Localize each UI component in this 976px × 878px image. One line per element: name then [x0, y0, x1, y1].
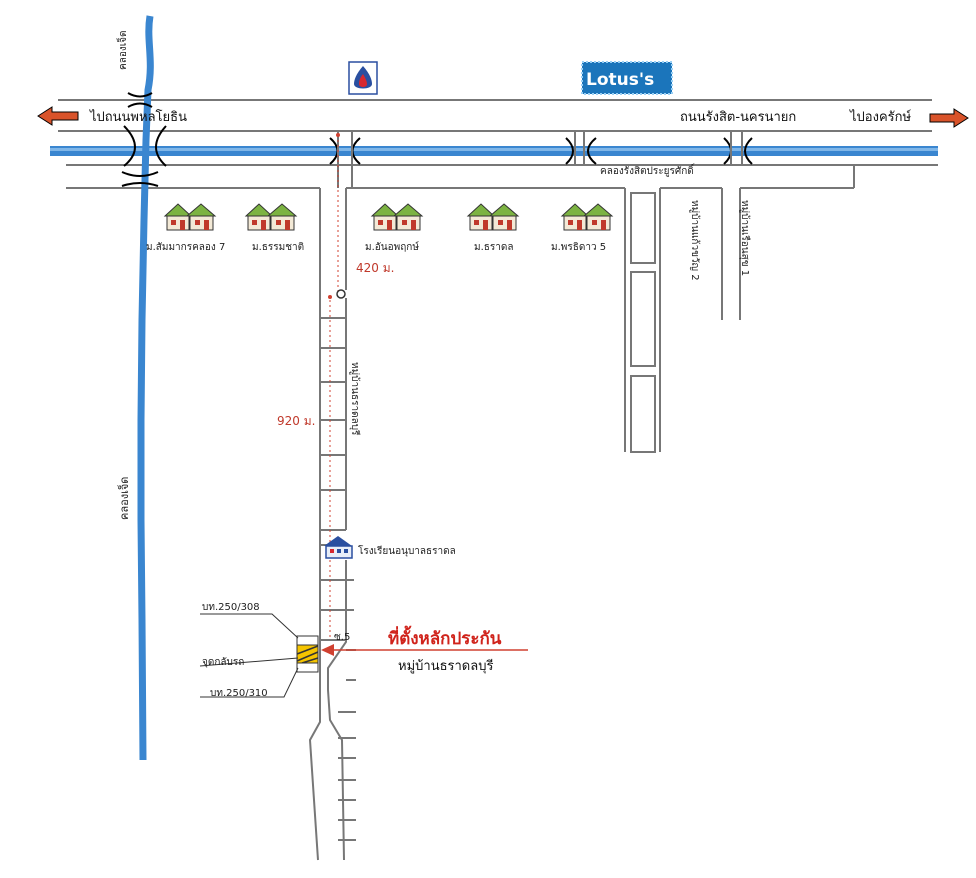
lotus-logo-text: Lotus's [586, 70, 654, 90]
house-icon [244, 203, 298, 231]
school-icon [324, 536, 353, 559]
arrow-right-icon [929, 108, 969, 128]
label-main-soi: หมู่บ้านธราดลบุรี [349, 362, 361, 436]
label-house-2: บท.250/310 [210, 688, 268, 699]
label-soi-5: ซ.5 [334, 632, 350, 643]
bridge-symbols [121, 92, 753, 187]
main-soi-road [308, 188, 347, 861]
target-pointer-arrow-icon [321, 644, 528, 656]
label-canal-side: คลองเจ็ด [117, 477, 131, 520]
label-road-name: ถนนรังสิต-นครนายก [680, 110, 796, 125]
main-canal [50, 146, 938, 156]
label-target-title: ที่ตั้งหลักประกัน [388, 625, 502, 649]
label-main-canal: คลองรังสิตประยูรศักดิ์ [600, 163, 695, 177]
label-village-5: ม.พรธิดาว 5 [551, 242, 606, 253]
side-road-kaewkwan [624, 188, 661, 453]
house-icon [163, 203, 217, 231]
leader-lines [199, 613, 299, 698]
vertical-canal [137, 15, 154, 761]
label-distance-2: 920 ม. [277, 414, 315, 428]
soi-branches [320, 317, 356, 841]
route-line [328, 133, 346, 640]
target-plot-icon [296, 635, 319, 673]
gas-station-logo-icon [348, 61, 378, 95]
lotus-store-logo-icon: Lotus's [581, 61, 673, 95]
label-village-2: ม.ธรรมชาติ [252, 242, 304, 253]
label-village-4: ม.ธราดล [474, 242, 513, 253]
house-icons [163, 203, 614, 231]
label-village-3: ม.อันอพฤกษ์ [365, 241, 419, 253]
house-icon [560, 203, 614, 231]
junction-icon [336, 289, 346, 299]
house-icon [466, 203, 520, 231]
label-side-road-1: หมู่บ้านแก้วขวัญ 2 [689, 200, 701, 281]
main-canal-bridge-lines [337, 131, 743, 188]
label-to-left: ไปถนนพหลโยธิน [89, 109, 187, 125]
label-parking: จุดกลับรถ [202, 657, 244, 668]
arrow-left-icon [37, 106, 79, 126]
label-distance-1: 420 ม. [356, 261, 394, 275]
label-target-sub: หมู่บ้านธราดลบุรี [398, 658, 493, 674]
house-icon [370, 203, 424, 231]
label-canal-top: คลองเจ็ด [115, 31, 129, 70]
label-to-right: ไปองครักษ์ [849, 109, 911, 125]
label-village-1: ม.สัมมากรคลอง 7 [146, 242, 225, 253]
side-road-ruensuk [721, 188, 741, 320]
label-house-1: บท.250/308 [202, 602, 260, 613]
label-school: โรงเรียนอนุบาลธราดล [358, 544, 456, 557]
label-side-road-2: หมู่บ้านเรือนสุข 1 [739, 200, 751, 276]
frontage-road [66, 164, 938, 189]
main-road-rangsit-nakhon-nayok [58, 99, 932, 132]
